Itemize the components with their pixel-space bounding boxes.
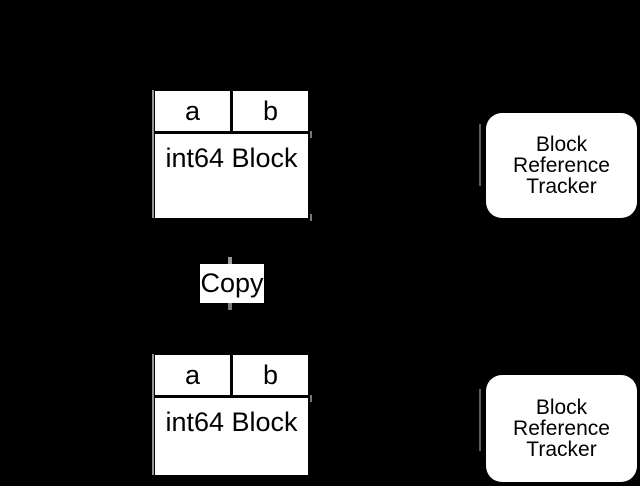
field-cell-a: a: [155, 91, 230, 131]
field-header-row: a b: [155, 355, 308, 395]
tracker-label-line: Block: [535, 133, 588, 156]
hidden-edge-artifact: [479, 389, 481, 451]
hidden-edge-artifact: [228, 303, 232, 310]
hidden-edge-artifact: [152, 354, 154, 475]
block-reference-tracker-node-bottom: Block Reference Tracker: [486, 375, 637, 482]
field-header-row: a b: [155, 91, 308, 131]
tracker-label-line: Tracker: [526, 438, 597, 461]
block-reference-tracker-node-top: Block Reference Tracker: [486, 113, 637, 218]
block-type-label: int64 Block: [155, 398, 308, 475]
hidden-edge-artifact: [310, 395, 312, 402]
field-cell-a: a: [155, 355, 230, 395]
copy-edge-label: Copy: [200, 264, 264, 303]
hidden-edge-artifact: [310, 131, 312, 138]
hidden-edge-artifact: [228, 257, 232, 264]
tracker-label-line: Tracker: [526, 175, 597, 198]
hidden-edge-artifact: [479, 124, 481, 186]
block-type-label: int64 Block: [155, 134, 308, 218]
hidden-edge-artifact: [310, 214, 312, 221]
int64-block-node-top: a b int64 Block: [152, 88, 311, 221]
tracker-label-line: Block: [535, 396, 588, 419]
field-cell-b: b: [233, 355, 308, 395]
hidden-edge-artifact: [152, 90, 154, 218]
field-cell-b: b: [233, 91, 308, 131]
int64-block-node-bottom: a b int64 Block: [152, 352, 311, 478]
tracker-label-line: Reference: [513, 417, 610, 440]
tracker-label-line: Reference: [513, 154, 610, 177]
